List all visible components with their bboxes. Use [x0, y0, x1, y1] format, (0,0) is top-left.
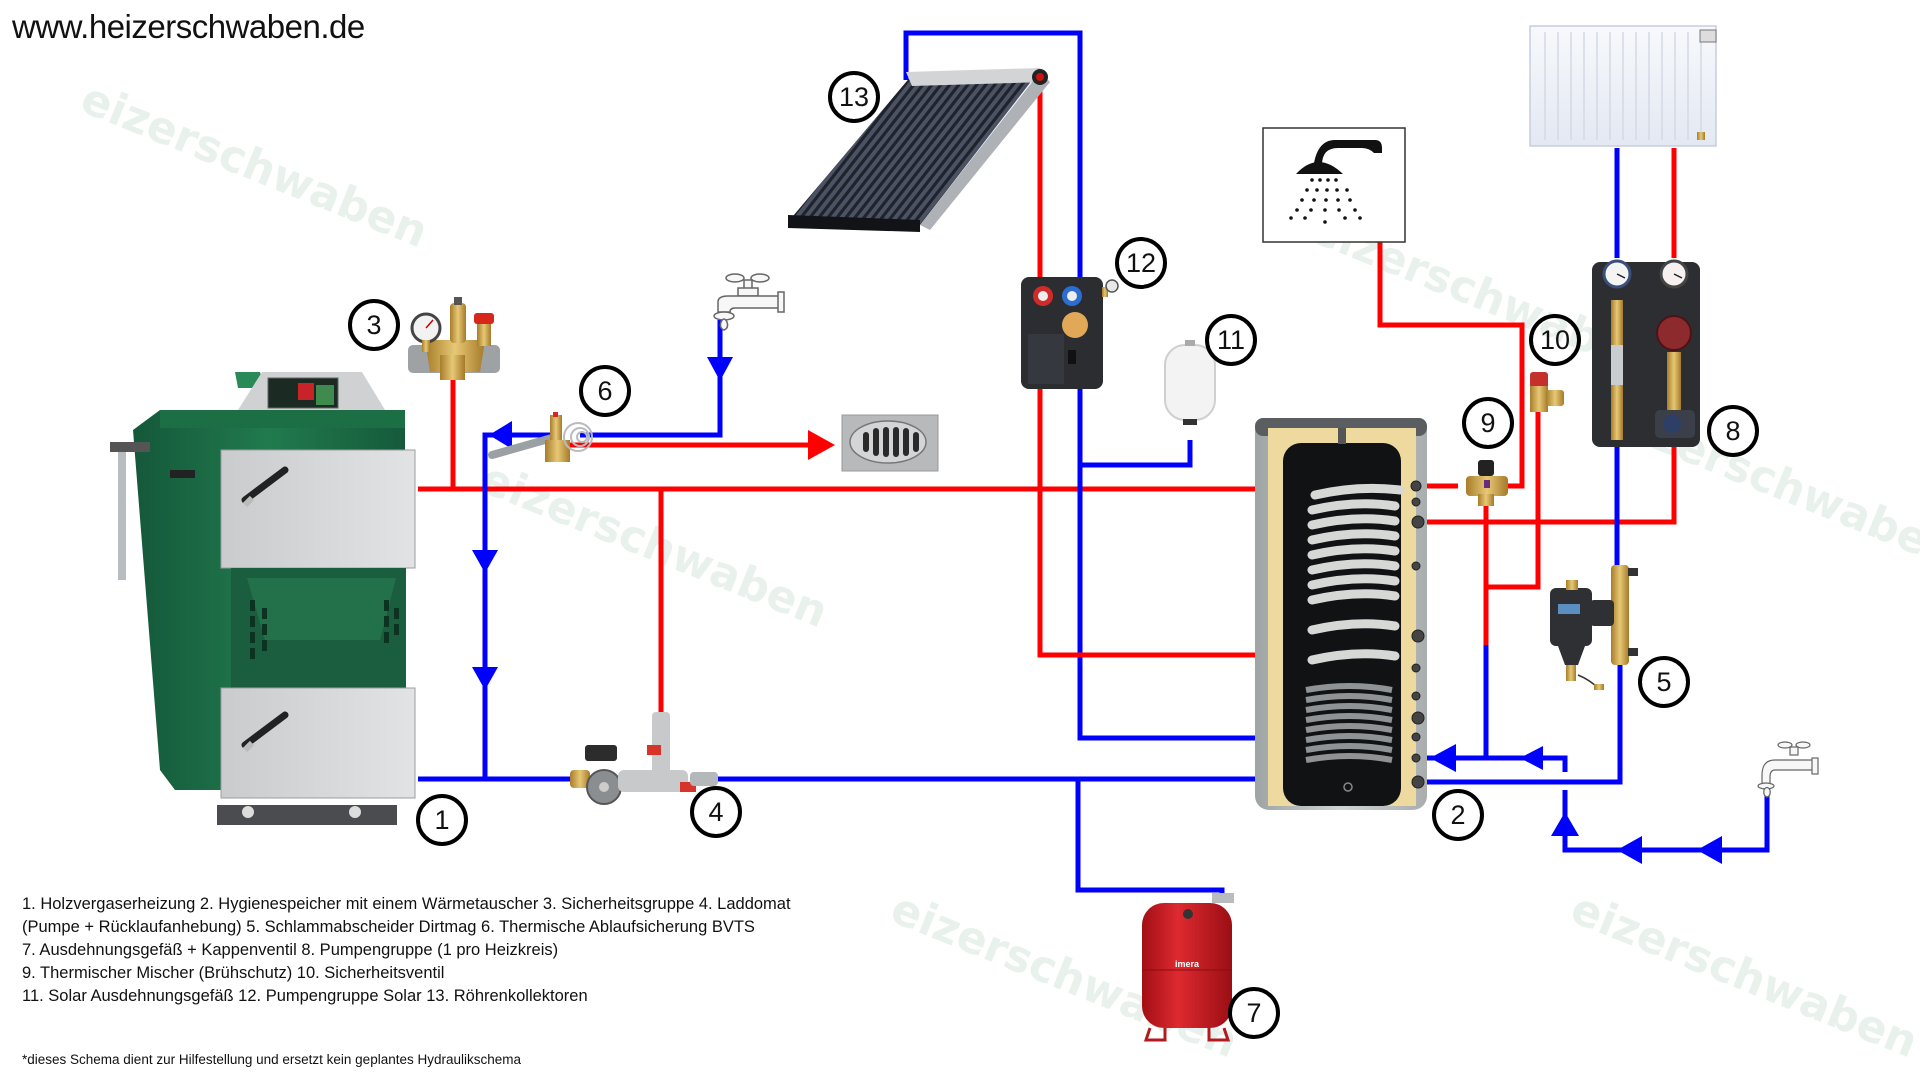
callout-9[interactable]: 9 — [1462, 397, 1514, 449]
callout-number: 3 — [366, 309, 382, 340]
legend-line: 7. Ausdehnungsgefäß + Kappenventil 8. Pu… — [22, 941, 559, 959]
pipes — [418, 30, 1770, 902]
legend-line: (Pumpe + Rücklaufanhebung) 5. Schlammabs… — [22, 918, 755, 936]
disclaimer: *dieses Schema dient zur Hilfestellung u… — [22, 1052, 522, 1067]
cold-water-inlet-pipe — [1420, 755, 1568, 772]
callout-13[interactable]: 13 — [828, 71, 880, 123]
fresh-water-pipe — [1562, 790, 1770, 853]
callout-number: 11 — [1216, 324, 1246, 355]
callout-number: 1 — [434, 804, 450, 835]
cold-water-tap-icon — [1757, 741, 1819, 798]
dirt-separator[interactable] — [1550, 565, 1638, 690]
callout-number: 9 — [1480, 407, 1496, 438]
callout-number: 5 — [1656, 666, 1672, 697]
shower-icon — [1262, 127, 1406, 243]
radiator[interactable] — [1529, 25, 1717, 147]
callout-10[interactable]: 10 — [1529, 314, 1581, 366]
expansion-brand-label: imera — [1175, 959, 1200, 969]
floor-drain-icon — [841, 414, 939, 472]
hygiene-storage-tank[interactable] — [1255, 418, 1427, 810]
heating-pump-group[interactable] — [1592, 259, 1700, 447]
callout-number: 13 — [838, 81, 870, 112]
shower-hot-pipe — [1377, 165, 1525, 489]
solar-expansion-pipe — [1080, 440, 1193, 468]
callout-4[interactable]: 4 — [690, 786, 742, 838]
flow-arrows — [472, 357, 1722, 864]
arrow-down-icon — [472, 667, 498, 690]
expansion-vessel[interactable]: imera — [1142, 893, 1270, 1042]
solar-supply-pipe — [1037, 78, 1258, 658]
callout-6[interactable]: 6 — [579, 365, 631, 417]
legend-line: 1. Holzvergaserheizung 2. Hygienespeiche… — [22, 895, 791, 913]
thermostatic-mixer[interactable] — [1466, 460, 1508, 506]
callout-5[interactable]: 5 — [1638, 656, 1690, 708]
callout-number: 8 — [1725, 415, 1741, 446]
arrow-left-icon — [1697, 836, 1722, 864]
safety-group[interactable] — [408, 297, 500, 380]
laddomat-pump[interactable] — [570, 712, 718, 805]
site-url[interactable]: www.heizerschwaben.de — [12, 8, 365, 45]
safety-valve-pipe — [1486, 412, 1541, 590]
callout-number: 4 — [708, 796, 724, 827]
bvts-cold-pipe — [482, 432, 560, 779]
legend-line: 9. Thermischer Mischer (Brühschutz) 10. … — [22, 964, 445, 982]
arrow-left-icon — [489, 421, 512, 449]
callout-number: 6 — [597, 375, 613, 406]
callout-number: 12 — [1125, 247, 1157, 278]
expansion-pipe — [1075, 779, 1225, 902]
arrow-left-icon — [1520, 746, 1543, 770]
solar-pump-group[interactable] — [1021, 277, 1119, 389]
solar-return-pipe — [903, 30, 1258, 741]
arrow-down-icon — [707, 357, 733, 381]
callout-8[interactable]: 8 — [1707, 405, 1759, 457]
solar-expansion-vessel[interactable] — [1164, 340, 1216, 425]
legend-line: 11. Solar Ausdehnungsgefäß 12. Pumpengru… — [22, 987, 588, 1005]
thermal-discharge-valve[interactable] — [488, 412, 593, 462]
heating-supply-pipe — [1420, 445, 1677, 525]
cold-water-tap-icon — [713, 273, 785, 331]
callout-11[interactable]: 11 — [1205, 314, 1257, 366]
dirtmag-return-pipe — [1420, 660, 1623, 785]
callout-3[interactable]: 3 — [348, 299, 400, 351]
arrow-up-icon — [1551, 812, 1579, 836]
safety-valve[interactable] — [1530, 372, 1564, 412]
callout-7[interactable]: 7 — [1228, 987, 1280, 1039]
callout-1[interactable]: 1 — [416, 794, 468, 846]
callout-12[interactable]: 12 — [1115, 237, 1167, 289]
component-legend: 1. Holzvergaserheizung 2. Hygienespeiche… — [22, 893, 922, 1008]
arrow-left-icon — [1617, 836, 1642, 864]
callout-2[interactable]: 2 — [1432, 789, 1484, 841]
callout-number: 10 — [1539, 324, 1571, 355]
callout-number: 2 — [1450, 799, 1466, 830]
callout-number: 7 — [1246, 997, 1262, 1028]
arrow-left-icon — [1430, 744, 1456, 772]
wood-gasification-boiler[interactable] — [110, 372, 416, 825]
arrow-down-icon — [472, 550, 498, 573]
tube-collector[interactable] — [788, 68, 1050, 232]
arrow-right-icon — [808, 430, 835, 460]
